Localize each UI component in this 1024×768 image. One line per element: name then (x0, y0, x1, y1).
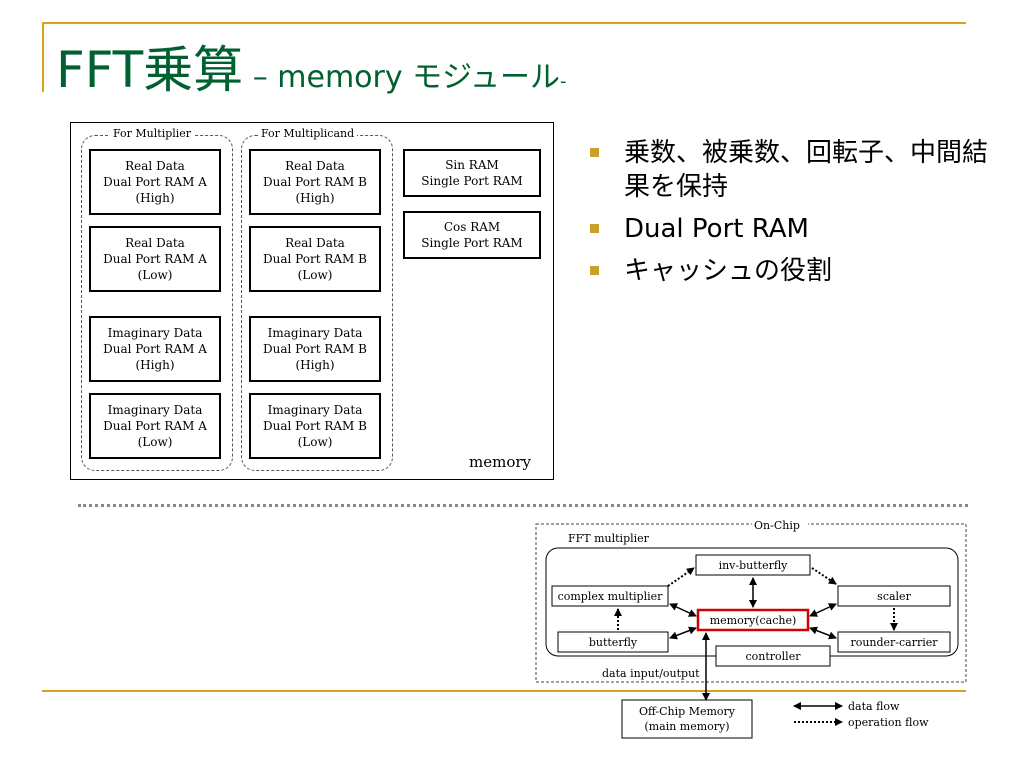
inv-butterfly-block (695, 554, 811, 576)
ram-b-imag-low: Imaginary Data Dual Port RAM B (Low) (249, 393, 381, 459)
bullet-text: Dual Port RAM (624, 214, 809, 244)
ram-a-imag-low: Imaginary Data Dual Port RAM A (Low) (89, 393, 221, 459)
complex-multiplier-block (551, 585, 669, 607)
rounder-carrier-block (837, 631, 951, 653)
legend-operation-flow-text: operation flow (848, 716, 929, 729)
ram-b-real-high: Real Data Dual Port RAM B (High) (249, 149, 381, 215)
rounder-carrier-text: rounder-carrier (850, 636, 938, 649)
architecture-svg: On-Chip FFT multiplier inv-butterfly com… (535, 518, 967, 739)
off-chip-line2: (main memory) (644, 720, 729, 733)
bullet-square-icon (590, 148, 599, 157)
arrow-memory-scaler (809, 603, 837, 617)
fft-multiplier-label: FFT multiplier (568, 532, 650, 545)
slide-title-main: FFT乗算 (56, 41, 244, 99)
bullet-text: キャッシュの役割 (624, 256, 833, 286)
bullet-item: キャッシュの役割 (590, 254, 1010, 288)
ram-b-real-low: Real Data Dual Port RAM B (Low) (249, 226, 381, 292)
bullet-square-icon (590, 224, 599, 233)
bottom-rule (42, 690, 966, 692)
slide-title-dash: - (560, 71, 567, 92)
multiplicand-group-label: For Multiplicand (258, 127, 358, 140)
ram-a-real-low: Real Data Dual Port RAM A (Low) (89, 226, 221, 292)
complex-multiplier-text: complex multiplier (558, 590, 664, 603)
off-chip-line1: Off-Chip Memory (639, 705, 736, 718)
controller-block (715, 645, 831, 667)
slide-title: FFT乗算 – memory モジュール- (56, 30, 567, 102)
ram-a-real-high: Real Data Dual Port RAM A (High) (89, 149, 221, 215)
off-chip-memory-block (621, 699, 753, 739)
bullet-item: 乗数、被乗数、回転子、中間結果を保持 (590, 136, 1010, 204)
multiplier-group-label: For Multiplier (110, 127, 195, 140)
on-chip-label: On-Chip (754, 520, 800, 532)
legend-data-flow-text: data flow (848, 700, 900, 713)
ram-a-imag-high: Imaginary Data Dual Port RAM A (High) (89, 316, 221, 382)
memory-cache-block (696, 608, 810, 632)
bullet-square-icon (590, 266, 599, 275)
memory-cache-text: memory(cache) (710, 614, 797, 627)
inv-butterfly-text: inv-butterfly (719, 559, 789, 572)
on-chip-boundary (535, 523, 967, 683)
bullet-item: Dual Port RAM (590, 212, 1010, 246)
butterfly-block (557, 631, 669, 653)
cos-ram: Cos RAM Single Port RAM (403, 211, 541, 259)
multiplicand-group: For Multiplicand (241, 127, 393, 471)
op-arrow-complex-inv (667, 567, 695, 587)
arrow-butterfly-memory (669, 626, 697, 640)
title-rule-top (42, 22, 966, 24)
slide-title-sub: – memory モジュール (243, 60, 561, 95)
bullet-text: 乗数、被乗数、回転子、中間結果を保持 (624, 138, 989, 202)
bullet-list: 乗数、被乗数、回転子、中間結果を保持 Dual Port RAM キャッシュの役… (590, 136, 1010, 296)
ram-b-imag-high: Imaginary Data Dual Port RAM B (High) (249, 316, 381, 382)
title-rule-left (42, 22, 44, 92)
multiplier-group: For Multiplier (81, 127, 233, 471)
dotted-divider (78, 504, 968, 507)
data-io-label: data input/output (602, 667, 700, 680)
memory-module-diagram: For Multiplier For Multiplicand Real Dat… (70, 122, 554, 480)
butterfly-text: butterfly (589, 636, 638, 649)
controller-text: controller (746, 650, 802, 663)
architecture-diagram: On-Chip FFT multiplier inv-butterfly com… (530, 518, 974, 745)
scaler-text: scaler (877, 590, 911, 603)
arrow-complex-memory (669, 603, 697, 617)
sin-ram: Sin RAM Single Port RAM (403, 149, 541, 197)
scaler-block (837, 585, 951, 607)
op-arrow-inv-scaler (811, 567, 837, 585)
arrow-memory-rounder (809, 626, 837, 640)
memory-label: memory (469, 453, 531, 471)
